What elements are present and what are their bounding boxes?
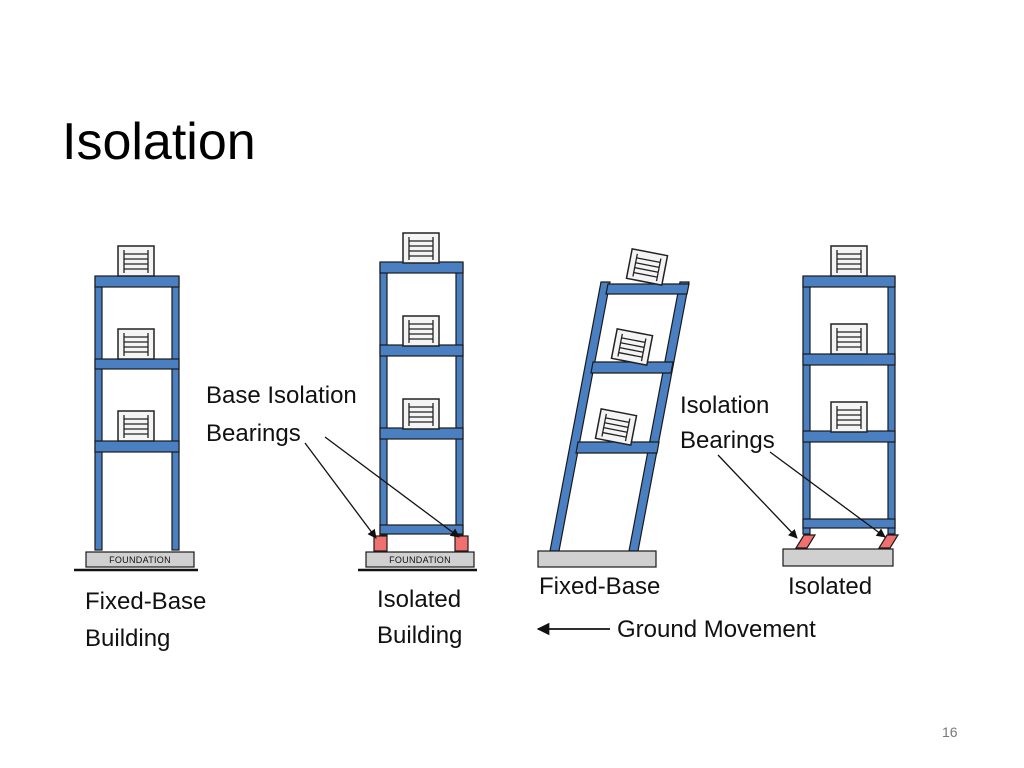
file-cabinet-icon bbox=[594, 408, 638, 446]
callout-arrow bbox=[769, 451, 886, 538]
ground-movement-label: Ground Movement bbox=[617, 616, 816, 643]
isolated-building-label-line2: Building bbox=[377, 622, 462, 649]
file-cabinet-icon bbox=[625, 248, 669, 286]
isolated-building-label-line1: Isolated bbox=[377, 586, 461, 613]
isolated-building-moving bbox=[802, 275, 896, 535]
file-cabinet-icon bbox=[117, 245, 155, 277]
isolation-bearing bbox=[454, 535, 469, 552]
isolation-bearing bbox=[877, 534, 900, 549]
isolation-bearing bbox=[794, 534, 817, 549]
isolated-moving-label: Isolated bbox=[788, 573, 872, 600]
isolation-bearing bbox=[373, 535, 388, 552]
callout-arrow bbox=[324, 436, 460, 538]
file-cabinet-icon bbox=[117, 410, 155, 442]
foundation-label: FOUNDATION bbox=[389, 555, 451, 565]
file-cabinet-icon bbox=[402, 398, 440, 430]
file-cabinet-icon bbox=[830, 323, 868, 355]
callout-arrow bbox=[717, 454, 798, 539]
fixed-base-building bbox=[94, 275, 180, 551]
fixed-base-building-label-line2: Building bbox=[85, 625, 170, 652]
file-cabinet-icon bbox=[830, 401, 868, 433]
isolation-bearings-label-line2: Bearings bbox=[680, 427, 775, 454]
slide-title: Isolation bbox=[62, 113, 256, 171]
foundation: FOUNDATION bbox=[365, 551, 475, 568]
fixed-base-building-label-line1: Fixed-Base bbox=[85, 588, 206, 615]
file-cabinet-icon bbox=[402, 315, 440, 347]
foundation-label: FOUNDATION bbox=[109, 555, 171, 565]
file-cabinet-icon bbox=[402, 232, 440, 264]
base-isolation-label-line2: Bearings bbox=[206, 420, 301, 447]
foundation bbox=[537, 550, 657, 568]
file-cabinet-icon bbox=[610, 328, 654, 366]
base-isolation-label-line1: Base Isolation bbox=[206, 382, 357, 409]
foundation: FOUNDATION bbox=[85, 551, 195, 568]
callout-arrow bbox=[304, 442, 377, 539]
isolated-building bbox=[379, 261, 464, 536]
page-number: 16 bbox=[942, 724, 958, 740]
isolation-bearings-label-line1: Isolation bbox=[680, 392, 769, 419]
fixed-base-moving-label: Fixed-Base bbox=[539, 573, 660, 600]
foundation bbox=[782, 548, 894, 567]
file-cabinet-icon bbox=[117, 328, 155, 360]
file-cabinet-icon bbox=[830, 245, 868, 277]
